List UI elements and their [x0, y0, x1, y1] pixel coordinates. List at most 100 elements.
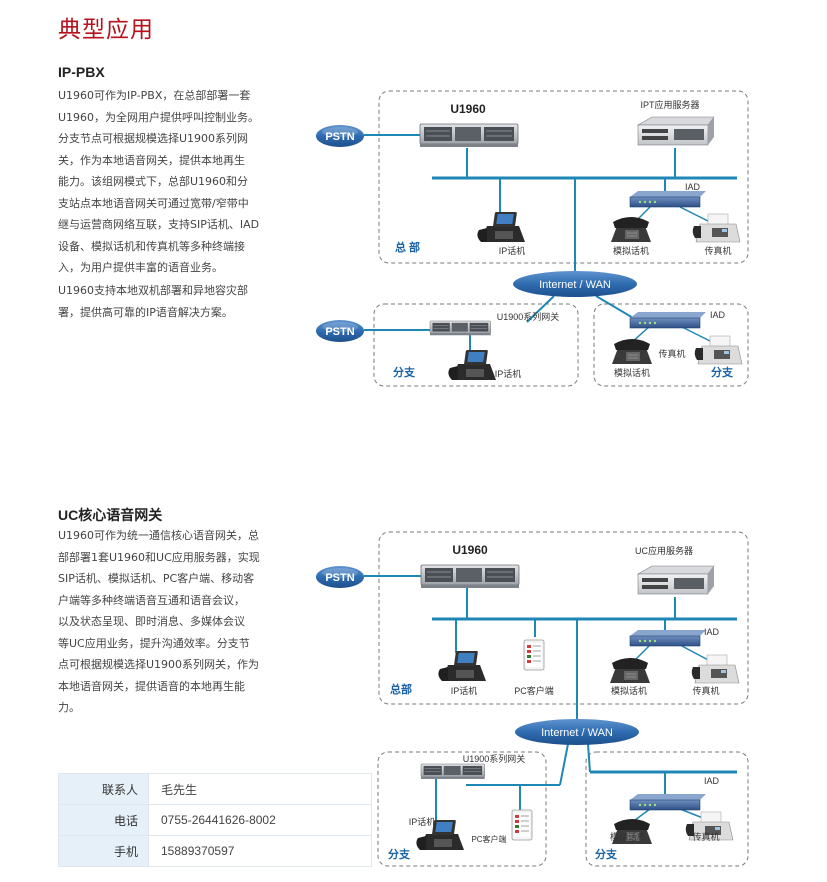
- uc-server-icon: [637, 565, 715, 595]
- text-line: U1960，为全网用户提供呼叫控制业务。: [58, 110, 260, 124]
- text-line: 等UC应用业务，提升沟通效率。分支节: [58, 636, 250, 650]
- text-line: 署，提供高可靠的IP语音解决方案。: [58, 305, 233, 319]
- branch-label: 分支: [711, 365, 734, 379]
- link-line: [679, 644, 713, 663]
- text-line: U1960可作为IP-PBX，在总部部署一套: [58, 89, 251, 102]
- page-title: 典型应用: [58, 17, 154, 43]
- analog-phone-icon: [610, 216, 652, 243]
- link-line: [634, 808, 651, 821]
- pstn-label: PSTN: [325, 131, 354, 143]
- analog-phone-icon: [611, 338, 653, 365]
- contact-value: 毛先生: [148, 773, 372, 805]
- text-line: U1960可作为统一通信核心语音网关，总: [58, 529, 260, 542]
- ipt-server-label: IPT应用服务器: [640, 99, 699, 110]
- contact-value: 15889370597: [148, 835, 372, 867]
- uc-paragraph: U1960可作为统一通信核心语音网关，总 部部署1套U1960和UC应用服务器，…: [58, 525, 286, 719]
- hq-label: 总 部: [395, 240, 420, 254]
- fax-label: 传真机: [692, 831, 719, 842]
- branch-zone: [593, 303, 749, 387]
- ip-phone-icon: [448, 350, 496, 380]
- text-line: 户端等多种终端语音互通和语音会议，: [58, 593, 245, 607]
- ip-phone-label: IP话机: [495, 368, 522, 379]
- branch-zone: [585, 751, 749, 867]
- text-line: 力。: [58, 701, 80, 714]
- contact-label: 电话: [58, 804, 149, 836]
- u1900-label: U1900系列网关: [463, 753, 526, 764]
- ippbx-paragraph-2: U1960支持本地双机部署和异地容灾部 署，提供高可靠的IP语音解决方案。: [58, 280, 286, 323]
- text-line: 以及状态呈现、即时消息、多媒体会议: [58, 615, 245, 628]
- contact-row: 电话 0755-26441626-8002: [58, 804, 372, 836]
- ip-phone-icon: [438, 651, 486, 681]
- contact-table: 联系人 毛先生 电话 0755-26441626-8002 手机 1588937…: [58, 773, 372, 867]
- ippbx-paragraph-1: U1960可作为IP-PBX，在总部部署一套 U1960，为全网用户提供呼叫控制…: [58, 85, 286, 279]
- ip-phone-icon: [477, 212, 525, 242]
- iad-label: IAD: [704, 776, 720, 786]
- text-line: SIP话机、模拟话机、PC客户端、移动客: [58, 572, 255, 585]
- text-line: 分支节点可根据规模选择U1900系列网: [58, 132, 249, 145]
- ippbx-section-title: IP-PBX: [58, 64, 105, 80]
- uc-section-title: UC核心语音网关: [58, 507, 163, 523]
- iad-icon: [629, 629, 707, 647]
- uc-diagram: PSTN U1960 UC应用服务器 IAD IP话机 PC客户端 模拟话机 传…: [316, 531, 749, 867]
- iad-label: IAD: [710, 310, 726, 320]
- ip-phone-label: IP话机: [451, 685, 478, 696]
- pc-client-label: PC客户端: [471, 834, 506, 844]
- u1960-label: U1960: [450, 102, 486, 116]
- pstn-label: PSTN: [325, 572, 354, 584]
- ippbx-diagram: PSTN PSTN U1960 IPT应用服务器 IAD IP话机 模拟话机 传…: [316, 90, 749, 387]
- branch-label: 分支: [388, 847, 411, 861]
- contact-value: 0755-26441626-8002: [148, 804, 372, 836]
- text-line: 继与运营商网络互联，支持SIP话机、IAD: [58, 218, 260, 231]
- analog-phone-icon: [609, 657, 651, 684]
- text-line: 能力。该组网模式下，总部U1960和分: [58, 175, 249, 188]
- branch-label: 分支: [393, 365, 416, 379]
- wan-label: Internet / WAN: [541, 727, 613, 739]
- text-line: 支站点本地语音网关可通过宽带/窄带中: [58, 196, 249, 210]
- u1960-label: U1960: [452, 543, 488, 557]
- ipt-server-icon: [637, 116, 715, 146]
- u1900-gateway-icon: [420, 763, 486, 780]
- u1960-gateway-icon: [419, 123, 519, 148]
- text-line: 关，作为本地语音网关，提供本地再生: [58, 153, 245, 167]
- pstn-label: PSTN: [325, 326, 354, 338]
- text-line: 点可根据规模选择U1900系列网关，作为: [58, 658, 260, 671]
- fax-label: 传真机: [692, 685, 719, 696]
- fax-label: 传真机: [704, 245, 731, 256]
- branch-zone: [373, 303, 579, 387]
- contact-row: 联系人 毛先生: [58, 773, 372, 805]
- text-line: 设备、模拟话机和传真机等多种终端接: [58, 239, 245, 253]
- iad-icon: [629, 793, 707, 811]
- pc-client-label: PC客户端: [514, 685, 554, 696]
- link-line: [559, 743, 569, 786]
- fax-icon: [691, 654, 740, 684]
- link-line: [679, 325, 713, 343]
- wan-cloud-icon: [513, 271, 637, 297]
- pc-client-icon: [511, 809, 533, 841]
- fax-icon: [692, 213, 741, 243]
- u1900-label: U1900系列网关: [497, 311, 560, 322]
- pc-client-icon: [523, 639, 545, 671]
- contact-row: 手机 15889370597: [58, 835, 372, 867]
- iad-label: IAD: [704, 627, 720, 637]
- analog-phone-label: 模拟话机: [613, 245, 649, 256]
- wan-label: Internet / WAN: [539, 279, 611, 291]
- text-line: 部部署1套U1960和UC应用服务器，实现: [58, 550, 260, 564]
- analog-phone-label: 模拟话机: [611, 685, 647, 696]
- branch-label: 分支: [595, 847, 618, 861]
- hq-label: 总部: [390, 682, 412, 696]
- link-line: [679, 206, 711, 223]
- wan-cloud-icon: [515, 719, 639, 745]
- u1900-gateway-icon: [429, 320, 492, 336]
- u1960-gateway-icon: [420, 564, 520, 589]
- fax-icon: [694, 335, 743, 365]
- analog-phone-label: 模拟话机: [614, 367, 650, 378]
- link-line: [634, 644, 651, 661]
- iad-label: IAD: [685, 182, 701, 192]
- text-line: U1960支持本地双机部署和异地容灾部: [58, 284, 249, 297]
- branch-zone: [377, 751, 547, 867]
- link-line: [587, 743, 591, 773]
- uc-server-label: UC应用服务器: [635, 545, 693, 556]
- text-line: 本地语音网关，提供语音的本地再生能: [58, 679, 245, 693]
- link-line: [526, 295, 555, 323]
